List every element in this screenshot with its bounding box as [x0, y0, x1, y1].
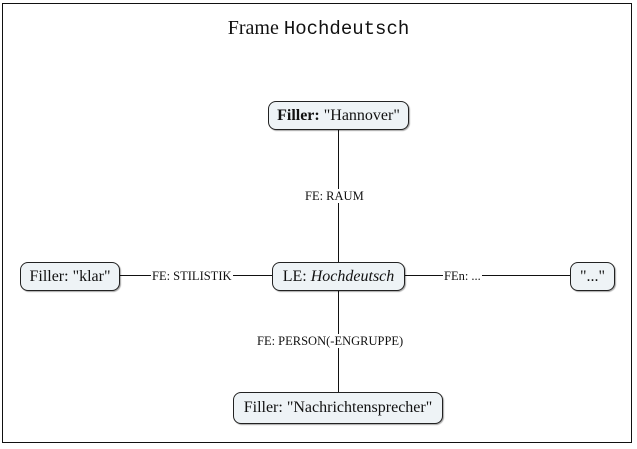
- node-key: LE:: [282, 267, 307, 285]
- node-value: "Hannover": [323, 106, 400, 124]
- node-key: Filler:: [277, 106, 320, 124]
- title-prefix: Frame: [227, 17, 279, 39]
- node-value: "...": [579, 267, 606, 285]
- node-filler-klar[interactable]: Filler: "klar": [20, 262, 120, 291]
- edge-label-raum: FE: RAUM: [304, 189, 365, 203]
- diagram-title: Frame Hochdeutsch: [0, 17, 637, 40]
- node-filler-nachrichtensprecher[interactable]: Filler: "Nachrichtensprecher": [233, 392, 443, 424]
- node-key: Filler:: [243, 399, 283, 416]
- edge-label-fen: FEn: ...: [443, 269, 482, 283]
- node-key: Filler:: [29, 267, 69, 285]
- edge-label-stilistik: FE: STILISTIK: [151, 269, 233, 283]
- edge-line-right: [404, 275, 571, 276]
- node-value: "Nachrichtensprecher": [286, 399, 433, 416]
- title-frame-name: Hochdeutsch: [283, 18, 410, 40]
- node-value: "klar": [72, 267, 111, 285]
- node-ellipsis[interactable]: "...": [570, 262, 615, 291]
- node-value: Hochdeutsch: [310, 267, 395, 285]
- edge-label-person: FE: PERSON(-ENGRUPPE): [256, 334, 405, 348]
- diagram-frame: [2, 3, 632, 443]
- node-filler-hannover[interactable]: Filler: "Hannover": [268, 101, 409, 130]
- node-le-hochdeutsch[interactable]: LE: Hochdeutsch: [272, 262, 405, 291]
